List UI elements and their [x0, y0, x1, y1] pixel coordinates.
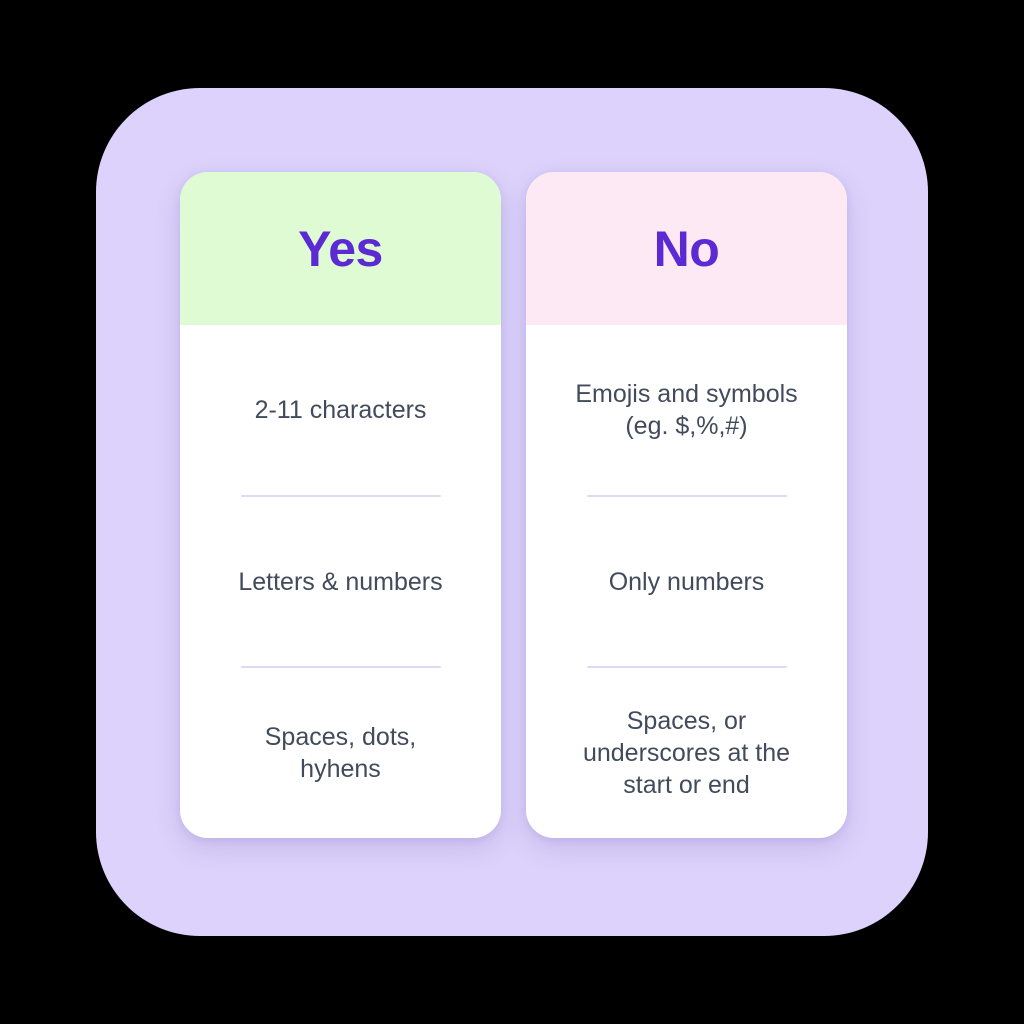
card-title-yes: Yes [298, 220, 383, 277]
list-item: Spaces, dots, hyhens [180, 668, 501, 838]
card-divider [586, 666, 787, 669]
no-item-1-text: Emojis and symbols (eg. $,%,#) [575, 379, 798, 440]
card-body-no: Emojis and symbols (eg. $,%,#) Only numb… [526, 325, 847, 838]
card-title-no: No [653, 220, 720, 277]
card-header-no: No [526, 172, 847, 325]
yes-item-2-text: Letters & numbers [238, 567, 443, 596]
no-item-2-text: Only numbers [608, 567, 765, 596]
yes-item-3-text: Spaces, dots, hyhens [264, 723, 417, 784]
card-divider [586, 494, 787, 497]
no-item-3-text: Spaces, or underscores at the start or e… [582, 707, 791, 800]
comparison-card-no: No Emojis and symbols (eg. $,%,#) Only n… [526, 172, 847, 838]
yes-item-1-text: 2-11 characters [254, 395, 427, 424]
card-body-yes: 2-11 characters Letters & numbers Spaces… [180, 325, 501, 838]
list-item: Spaces, or underscores at the start or e… [526, 668, 847, 838]
card-header-yes: Yes [180, 172, 501, 325]
list-item: 2-11 characters [180, 325, 501, 495]
comparison-card-yes: Yes 2-11 characters Letters & numbers Sp… [180, 172, 501, 838]
list-item: Only numbers [526, 497, 847, 667]
card-divider [240, 666, 441, 669]
list-item: Letters & numbers [180, 497, 501, 667]
list-item: Emojis and symbols (eg. $,%,#) [526, 325, 847, 495]
comparison-card-row: Yes 2-11 characters Letters & numbers Sp… [180, 172, 847, 838]
card-divider [240, 494, 441, 497]
comparison-panel: Yes 2-11 characters Letters & numbers Sp… [96, 88, 928, 936]
